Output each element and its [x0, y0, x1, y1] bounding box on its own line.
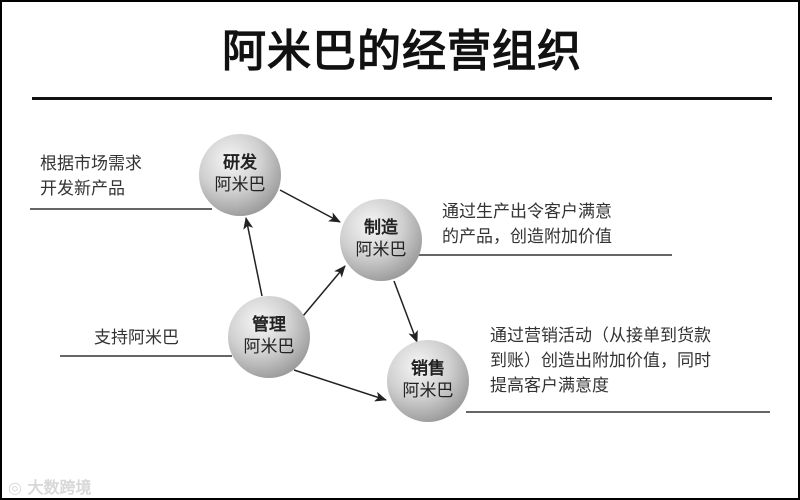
sales-description-line: 提高客户满意度 — [490, 376, 609, 396]
sales-description: 通过营销活动（从接单到货款 到账）创造出附加价值，同时 提高客户满意度 — [490, 324, 711, 399]
page-title: 阿米巴的经营组织 — [222, 26, 582, 77]
mgmt-description-line: 支持阿米巴 — [94, 328, 179, 348]
arrow-mfg-to-sales — [393, 280, 418, 343]
node-mgmt-title: 管理 — [252, 315, 286, 335]
rd-description: 根据市场需求 开发新产品 — [40, 152, 142, 202]
sales-description-line: 通过营销活动（从接单到货款 — [490, 326, 711, 346]
node-mfg-subtitle: 阿米巴 — [355, 240, 407, 260]
node-sales-title: 销售 — [411, 359, 445, 379]
node-mgmt-sphere — [228, 296, 310, 378]
sales-description-line: 到账）创造出附加价值，同时 — [490, 351, 711, 371]
node-mfg: 制造 阿米巴 — [341, 217, 421, 261]
watermark-logo-icon: ◎ — [8, 478, 28, 497]
node-sales: 销售 阿米巴 — [388, 358, 468, 402]
node-rd-subtitle: 阿米巴 — [214, 175, 266, 195]
node-mgmt-subtitle: 阿米巴 — [243, 337, 295, 357]
watermark-text: 大数跨境 — [27, 478, 92, 497]
title-divider — [32, 97, 772, 100]
node-mfg-title: 制造 — [364, 218, 398, 238]
node-rd: 研发 阿米巴 — [200, 152, 280, 196]
node-mgmt: 管理 阿米巴 — [229, 314, 309, 358]
mgmt-description: 支持阿米巴 — [94, 326, 179, 351]
arrow-mgmt-to-rd — [243, 217, 263, 297]
mfg-description-line: 通过生产出令客户满意 — [442, 202, 612, 222]
arrow-mgmt-to-sales — [293, 369, 387, 402]
node-sales-sphere — [387, 340, 469, 422]
rd-description-line: 根据市场需求 — [40, 154, 142, 174]
node-rd-sphere — [199, 134, 281, 216]
mfg-description-line: 的产品，创造附加价值 — [442, 227, 612, 247]
arrow-mgmt-to-mfg — [302, 265, 346, 317]
node-sales-subtitle: 阿米巴 — [402, 381, 454, 401]
arrow-rd-to-mfg — [279, 189, 341, 223]
watermark: ◎ 大数跨境 — [8, 474, 92, 498]
node-mfg-sphere — [340, 199, 422, 281]
node-rd-title: 研发 — [223, 153, 257, 173]
mfg-description: 通过生产出令客户满意 的产品，创造附加价值 — [442, 200, 612, 250]
rd-description-line: 开发新产品 — [40, 179, 125, 199]
